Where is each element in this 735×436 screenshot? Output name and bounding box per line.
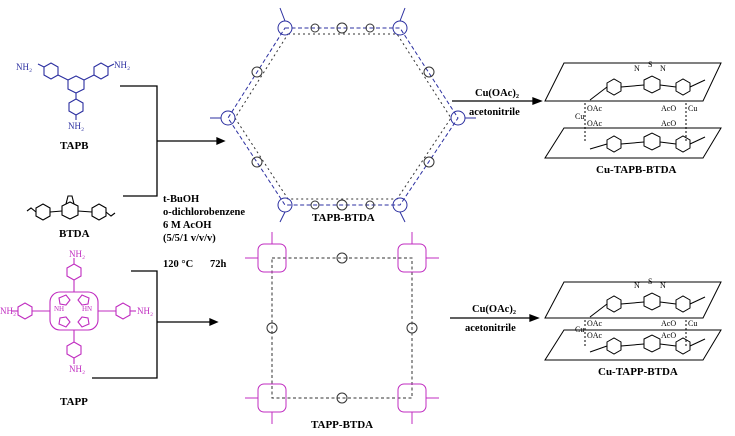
- top-aco-1: AcO: [661, 104, 677, 113]
- solvent-bottom: acetonitrile: [465, 323, 516, 334]
- bottom-n-left: N: [634, 281, 640, 290]
- condition-temp: 120 °C: [163, 259, 194, 270]
- tapb-amine-bottom: NH₂: [68, 121, 85, 131]
- cu-reagent-top: Cu(OAc)₂: [475, 88, 519, 99]
- bottom-aco-2: AcO: [661, 331, 677, 340]
- tapb-amine-left: NH₂: [16, 62, 33, 72]
- tapp-amine-bottom: NH₂: [69, 364, 86, 374]
- tapb-btda-label: TAPB-BTDA: [312, 212, 375, 224]
- tapp-btda-framework: [245, 232, 439, 424]
- cu-tapp-layers: [544, 281, 722, 361]
- bottom-bracket: [92, 270, 219, 379]
- bottom-n-right: N: [660, 281, 666, 290]
- bottom-aco-1: AcO: [661, 319, 677, 328]
- condition-acid: 6 M AcOH: [163, 220, 212, 231]
- tapb-btda-framework: [210, 7, 476, 223]
- bottom-oac-2: OAc: [587, 331, 603, 340]
- top-oac-2: OAc: [587, 119, 603, 128]
- cu-tapb-btda-label: Cu-TAPB-BTDA: [596, 164, 677, 176]
- tapb-label: TAPB: [60, 140, 89, 152]
- condition-solvent2: o-dichlorobenzene: [163, 207, 246, 218]
- cu-tapb-layers: [544, 62, 722, 159]
- arrow-bottom-cu: [450, 314, 540, 322]
- condition-time: 72h: [210, 259, 227, 270]
- top-n-left: N: [634, 64, 640, 73]
- cu-tapp-btda-label: Cu-TAPP-BTDA: [598, 366, 678, 378]
- cu-reagent-bottom: Cu(OAc)₂: [472, 304, 516, 315]
- top-cu-left: Cu: [575, 112, 585, 121]
- top-n-right: N: [660, 64, 666, 73]
- top-aco-2: AcO: [661, 119, 677, 128]
- top-cu-right: Cu: [688, 104, 698, 113]
- condition-solvent1: t-BuOH: [163, 194, 200, 205]
- tapp-amine-left: NH₂: [0, 306, 17, 316]
- top-s: S: [648, 60, 653, 69]
- bottom-cu-right: Cu: [688, 319, 698, 328]
- arrow-top-cu: [452, 97, 543, 105]
- condition-ratio: (5/5/1 v/v/v): [163, 233, 216, 244]
- btda-label: BTDA: [59, 228, 90, 240]
- tapb-structure: [37, 62, 115, 120]
- tapb-amine-right: NH₂: [114, 60, 131, 70]
- bottom-cu-left: Cu: [575, 325, 585, 334]
- tapp-amine-top: NH₂: [69, 249, 86, 259]
- tapp-structure: [12, 258, 136, 364]
- tapp-label: TAPP: [60, 396, 88, 408]
- solvent-top: acetonitrile: [469, 107, 520, 118]
- tapp-nh: NH: [54, 305, 65, 313]
- bottom-s: S: [648, 277, 653, 286]
- bottom-oac-1: OAc: [587, 319, 603, 328]
- tapp-hn: HN: [82, 305, 93, 313]
- tapp-btda-label: TAPP-BTDA: [311, 419, 374, 431]
- btda-structure: [26, 195, 116, 221]
- tapp-amine-right: NH₂: [137, 306, 154, 316]
- top-oac-1: OAc: [587, 104, 603, 113]
- top-bracket: [120, 85, 226, 197]
